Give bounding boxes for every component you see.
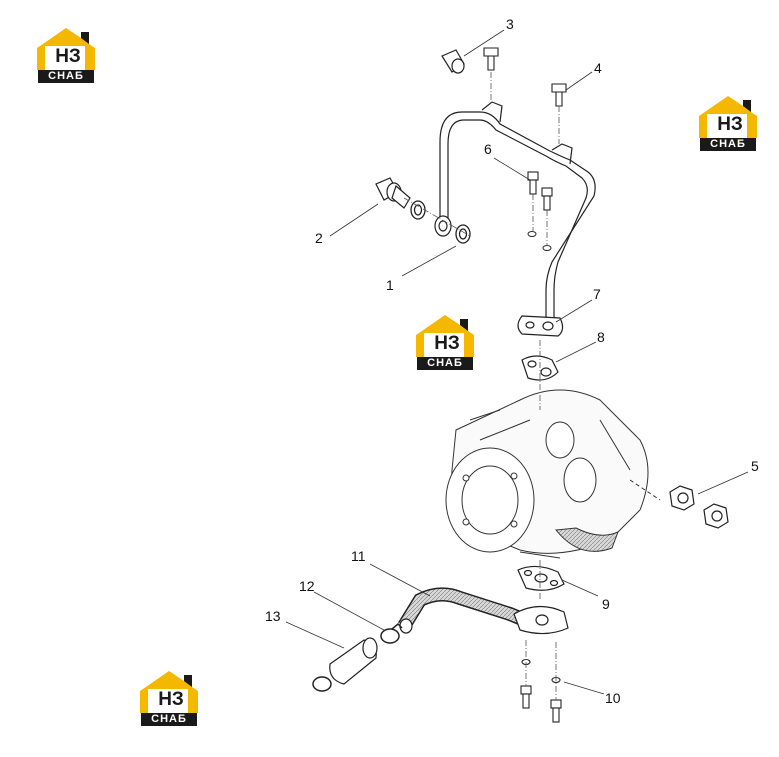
logo-mark: НЗ bbox=[717, 114, 743, 135]
logo-text: СНАБ bbox=[141, 713, 197, 726]
part-8-gasket bbox=[521, 355, 559, 381]
logo-watermark-bottom-left: НЗ СНАБ bbox=[138, 669, 200, 727]
part-9-gasket bbox=[517, 565, 565, 591]
part-3-fitting bbox=[441, 49, 465, 74]
callout-2: 2 bbox=[315, 230, 323, 246]
callout-11: 11 bbox=[351, 548, 366, 564]
logo-text: СНАБ bbox=[700, 138, 756, 151]
logo-mark: НЗ bbox=[434, 333, 460, 354]
part-13-hose-sleeve bbox=[312, 637, 378, 692]
logo-text: СНАБ bbox=[38, 70, 94, 83]
callout-labels: 1 2 3 4 5 6 7 8 9 10 11 12 13 bbox=[265, 16, 759, 706]
turbocharger bbox=[445, 389, 661, 559]
logo-text: СНАБ bbox=[417, 357, 473, 370]
callout-7: 7 bbox=[593, 286, 601, 302]
bolt-small-1 bbox=[527, 171, 539, 195]
logo-watermark-top-right: НЗ СНАБ bbox=[697, 94, 759, 152]
center-lines bbox=[403, 72, 560, 700]
callout-1: 1 bbox=[386, 277, 394, 293]
logo-house-icon bbox=[37, 28, 95, 70]
part-12-clamp bbox=[380, 622, 403, 644]
logo-watermark-center: НЗ СНАБ bbox=[414, 313, 476, 371]
bolt-small-2 bbox=[541, 187, 553, 211]
callout-13: 13 bbox=[265, 608, 281, 624]
washers-small bbox=[527, 231, 552, 251]
bolt-top-2 bbox=[551, 83, 567, 107]
callout-3: 3 bbox=[506, 16, 514, 32]
logo-house-icon bbox=[699, 96, 757, 138]
callout-9: 9 bbox=[602, 596, 610, 612]
bolt-top-1 bbox=[483, 47, 499, 71]
callout-6: 6 bbox=[484, 141, 492, 157]
logo-house-icon bbox=[416, 315, 474, 357]
callout-5: 5 bbox=[751, 458, 759, 474]
logo-mark: НЗ bbox=[158, 689, 184, 710]
oil-feed-pipe bbox=[434, 101, 596, 337]
callout-12: 12 bbox=[299, 578, 315, 594]
callout-4: 4 bbox=[594, 60, 602, 76]
callout-10: 10 bbox=[605, 690, 621, 706]
part-5-nuts bbox=[669, 485, 729, 529]
part-2-banjo-bolt bbox=[375, 177, 411, 209]
logo-mark: НЗ bbox=[55, 46, 81, 67]
callout-8: 8 bbox=[597, 329, 605, 345]
leader-lines bbox=[285, 29, 749, 695]
part-10-bolts bbox=[520, 658, 562, 723]
logo-watermark-top-left: НЗ СНАБ bbox=[35, 26, 97, 84]
part-11-drain-hose bbox=[398, 587, 569, 635]
logo-house-icon bbox=[140, 671, 198, 713]
